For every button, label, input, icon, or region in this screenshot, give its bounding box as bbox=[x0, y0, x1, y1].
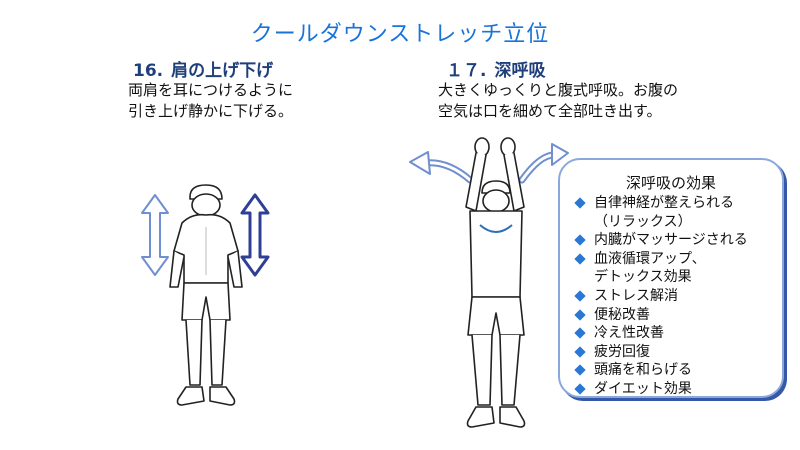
diamond-bullet-icon bbox=[574, 197, 586, 209]
diamond-bullet-icon bbox=[574, 234, 586, 246]
section-16-heading: 16. 肩の上げ下げ bbox=[133, 56, 273, 81]
diamond-bullet-icon bbox=[574, 253, 586, 265]
shrug-figure-icon bbox=[141, 184, 270, 406]
section-16-description: 両肩を耳につけるように 引き上げ静かに下げる。 bbox=[128, 81, 294, 120]
list-item: ストレス解消 bbox=[574, 287, 748, 306]
list-item: 内臓がマッサージされる bbox=[574, 231, 748, 250]
section-17-number: １７. bbox=[446, 61, 487, 81]
diamond-bullet-icon bbox=[574, 327, 586, 339]
list-item: 頭痛を和らげる bbox=[574, 361, 748, 380]
section-16-number: 16. bbox=[133, 61, 164, 81]
section-16-title: 肩の上げ下げ bbox=[171, 61, 274, 81]
diamond-bullet-icon bbox=[574, 290, 586, 302]
list-item: 便秘改善 bbox=[574, 306, 748, 325]
effects-list: 自律神経が整えられる （リラックス） 内臓がマッサージされる 血液循環アップ、 … bbox=[574, 194, 748, 399]
list-item: 自律神経が整えられる （リラックス） bbox=[574, 194, 748, 231]
list-item: 冷え性改善 bbox=[574, 324, 748, 343]
effects-title: 深呼吸の効果 bbox=[625, 174, 716, 192]
diamond-bullet-icon bbox=[574, 383, 586, 395]
page-title: クールダウンストレッチ立位 bbox=[250, 22, 550, 47]
breathing-effects-box: 深呼吸の効果 自律神経が整えられる （リラックス） 内臓がマッサージされる 血液… bbox=[558, 158, 784, 398]
list-item: 疲労回復 bbox=[574, 343, 748, 362]
list-item: 血液循環アップ、 デトックス効果 bbox=[574, 250, 748, 287]
curved-arrow-right-icon bbox=[518, 143, 569, 184]
section-17-description: 大きくゆっくりと腹式呼吸。お腹の 空気は口を細めて全部吐き出す。 bbox=[438, 81, 679, 120]
diamond-bullet-icon bbox=[574, 364, 586, 377]
shoulder-shrug-illustration bbox=[130, 175, 280, 440]
diamond-bullet-icon bbox=[574, 308, 586, 321]
up-down-arrow-light-icon bbox=[141, 194, 169, 276]
deep-breathing-illustration bbox=[400, 135, 575, 445]
arms-raised-figure-icon bbox=[409, 137, 569, 428]
section-17-title: 深呼吸 bbox=[494, 61, 546, 81]
section-17-heading: １７. 深呼吸 bbox=[446, 56, 545, 81]
curved-arrow-left-icon bbox=[409, 151, 474, 184]
diamond-bullet-icon bbox=[574, 346, 586, 358]
up-down-arrow-dark-icon bbox=[240, 193, 270, 277]
list-item: ダイエット効果 bbox=[574, 380, 748, 399]
